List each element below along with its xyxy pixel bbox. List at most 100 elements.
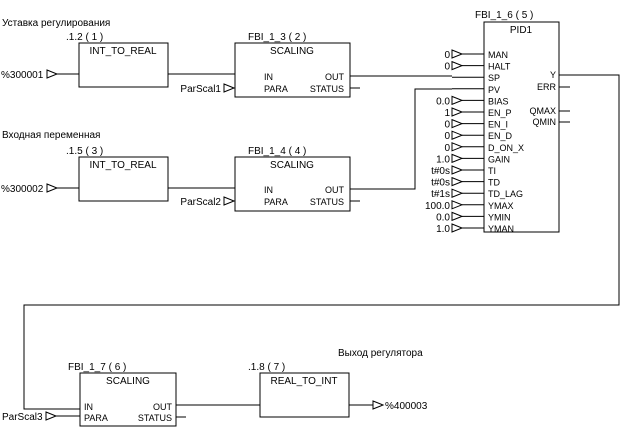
scal3-pin-status: STATUS	[138, 413, 172, 423]
pid-const-connector[interactable]	[451, 95, 464, 106]
pid-const-value: 0	[444, 50, 450, 61]
pid-const-value: 0	[444, 120, 450, 131]
block-pid[interactable]	[483, 21, 560, 233]
setpoint-caption: Уставка регулирования	[2, 18, 110, 29]
scal2-pin-out: OUT	[325, 185, 345, 195]
block-scal1-id: FBI_1_3 ( 2 )	[248, 32, 306, 43]
pid-out-qmin: QMIN	[533, 117, 557, 127]
pid-pin-man: MAN	[488, 50, 508, 60]
pid-out-qmax: QMAX	[529, 106, 556, 116]
pid-const-value: t#0s	[431, 178, 450, 189]
input-signal-1: %300001	[1, 70, 44, 81]
block-int-to-real-1[interactable]	[78, 42, 169, 88]
block-scal2-id: FBI_1_4 ( 4 )	[248, 146, 306, 157]
block-scal3-name: SCALING	[106, 376, 150, 387]
pid-const-connector[interactable]	[451, 107, 464, 117]
block-real-to-int[interactable]	[259, 372, 350, 418]
pid-const-value: t#0s	[431, 166, 450, 177]
scal3-pin-para: PARA	[84, 413, 108, 423]
scal1-pin-in: IN	[264, 72, 273, 82]
pid-pin-halt: HALT	[488, 62, 511, 72]
pid-pin-ymin: YMIN	[488, 212, 511, 222]
block-scal3-id: FBI_1_7 ( 6 )	[68, 362, 126, 373]
block-int2-id: .1.5 ( 3 )	[66, 146, 103, 157]
pid-const-connector[interactable]	[451, 176, 464, 187]
pid-const-value: 1.0	[436, 154, 450, 165]
pid-const-connector[interactable]	[451, 200, 464, 210]
input-variable-caption: Входная переменная	[2, 130, 100, 141]
pid-pin-ymax: YMAX	[488, 201, 514, 211]
scal2-pin-in: IN	[264, 185, 273, 195]
pid-const-connector[interactable]	[451, 223, 464, 233]
pid-out-y: Y	[550, 70, 556, 80]
pid-const-value: t#1s	[431, 189, 450, 200]
pid-pin-en-d: EN_D	[488, 131, 513, 141]
block-scaling-1[interactable]	[234, 42, 351, 98]
block-int1-id: .1.2 ( 1 )	[66, 32, 103, 43]
param-signal-2: ParScal2	[180, 197, 221, 208]
pid-const-connector[interactable]	[451, 142, 464, 152]
pid-pin-bias: BIAS	[488, 96, 509, 106]
pid-pin-en-i: EN_I	[488, 120, 508, 130]
input-connector-1[interactable]	[46, 69, 59, 79]
pid-input-pins: MAN0HALT0SPPVBIAS0.0EN_P1EN_I0EN_D0D_ON_…	[425, 49, 524, 235]
pid-pin-gain: GAIN	[488, 154, 510, 164]
output-connector[interactable]	[372, 400, 385, 410]
scal3-pin-out: OUT	[153, 402, 173, 412]
pid-const-value: 0	[444, 62, 450, 73]
block-scal2-name: SCALING	[270, 160, 314, 171]
block-int-to-real-2[interactable]	[78, 156, 169, 202]
pid-const-value: 1	[444, 108, 450, 119]
scal2-pin-para: PARA	[264, 197, 288, 207]
pid-const-connector[interactable]	[451, 60, 464, 71]
pid-const-connector[interactable]	[451, 49, 464, 59]
pid-const-connector[interactable]	[451, 118, 464, 129]
block-scaling-3[interactable]	[79, 372, 177, 427]
output-signal: %400003	[385, 401, 428, 412]
block-pid-id: FBI_1_6 ( 5 )	[475, 10, 533, 21]
pid-pin-yman: YMAN	[488, 224, 514, 234]
pid-const-value: 0	[444, 143, 450, 154]
param-connector-2[interactable]	[223, 196, 236, 206]
pid-const-value: 0.0	[436, 96, 450, 107]
scal3-pin-in: IN	[84, 402, 93, 412]
pid-const-connector[interactable]	[451, 153, 464, 164]
block-realint-id: .1.8 ( 7 )	[248, 362, 285, 373]
pid-pin-td-lag: TD_LAG	[488, 189, 523, 199]
pid-const-value: 0	[444, 131, 450, 142]
block-int2-name: INT_TO_REAL	[89, 160, 156, 171]
param-connector-1[interactable]	[223, 83, 236, 93]
block-realint-name: REAL_TO_INT	[270, 376, 337, 387]
pid-pin-sp: SP	[488, 73, 500, 83]
input-connector-2[interactable]	[46, 183, 59, 193]
scal1-pin-out: OUT	[325, 72, 345, 82]
wire-scal2-pv	[350, 88, 452, 190]
block-scaling-2[interactable]	[234, 156, 351, 212]
param-signal-3: ParScal3	[2, 412, 43, 423]
input-signal-2: %300002	[1, 184, 44, 195]
pid-const-value: 1.0	[436, 224, 450, 235]
pid-out-err: ERR	[537, 82, 557, 92]
block-int1-name: INT_TO_REAL	[89, 46, 156, 57]
pid-const-connector[interactable]	[451, 211, 464, 222]
scal1-pin-para: PARA	[264, 84, 288, 94]
wire-pid-y-scal3	[23, 74, 620, 410]
pid-const-connector[interactable]	[451, 188, 464, 198]
pid-const-value: 100.0	[425, 201, 450, 212]
block-pid-name: PID1	[510, 25, 533, 36]
pid-pin-pv: PV	[488, 85, 500, 95]
pid-const-connector[interactable]	[451, 165, 464, 175]
pid-pin-ti: TI	[488, 166, 496, 176]
param-connector-3[interactable]	[45, 411, 58, 421]
pid-pin-en-p: EN_P	[488, 108, 512, 118]
scal1-pin-status: STATUS	[310, 84, 344, 94]
scal2-pin-status: STATUS	[310, 197, 344, 207]
pid-const-connector[interactable]	[451, 130, 464, 140]
pid-pin-d-on-x: D_ON_X	[488, 143, 524, 153]
output-caption: Выход регулятора	[338, 348, 423, 359]
pid-pin-td: TD	[488, 178, 500, 188]
block-scal1-name: SCALING	[270, 46, 314, 57]
pid-const-value: 0.0	[436, 212, 450, 223]
param-signal-1: ParScal1	[180, 84, 221, 95]
